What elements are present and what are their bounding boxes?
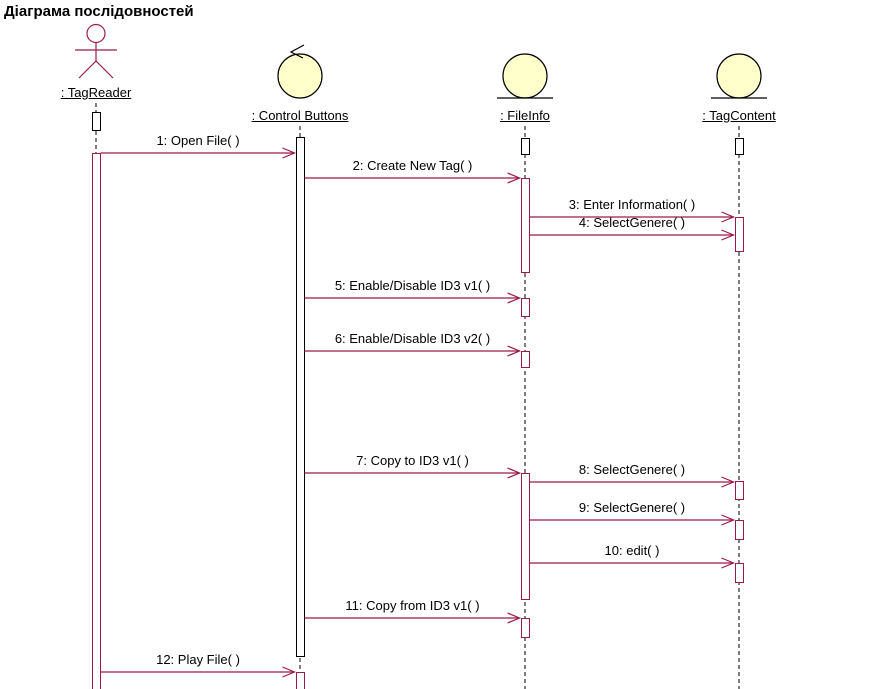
activation-bar[interactable] — [734, 563, 744, 583]
activation-bar[interactable] — [734, 217, 744, 252]
activation-bar[interactable] — [734, 138, 744, 155]
message-arrowhead-5 — [507, 292, 522, 304]
lifeline-label-fileinfo[interactable]: : FileInfo — [500, 108, 550, 123]
activation-bar[interactable] — [520, 473, 530, 600]
entity-icon[interactable] — [711, 53, 767, 99]
message-arrowhead-8 — [721, 476, 736, 488]
message-label-10[interactable]: 10: edit( ) — [604, 543, 660, 558]
message-label-9[interactable]: 9: SelectGenere( ) — [578, 500, 686, 515]
message-label-7[interactable]: 7: Copy to ID3 v1( ) — [356, 453, 469, 468]
message-arrowhead-6 — [507, 345, 522, 357]
activation-bar[interactable] — [520, 351, 530, 368]
entity-icon[interactable] — [497, 53, 553, 99]
activation-bar[interactable] — [520, 138, 530, 155]
activation-bar[interactable] — [734, 520, 744, 540]
message-arrowhead-2 — [507, 172, 522, 184]
message-arrowhead-7 — [507, 467, 522, 479]
activation-bar[interactable] — [520, 618, 530, 638]
message-arrowhead-3 — [721, 211, 736, 223]
message-arrowhead-12 — [282, 666, 297, 678]
message-arrowhead-4 — [721, 229, 736, 241]
activation-bar[interactable] — [295, 672, 305, 689]
control-circle — [277, 53, 323, 99]
message-label-1[interactable]: 1: Open File( ) — [156, 133, 240, 148]
actor-icon[interactable] — [75, 23, 117, 79]
actor-leg-right — [95, 60, 114, 79]
message-arrowhead-10 — [721, 557, 736, 569]
message-arrowhead-9 — [721, 514, 736, 526]
activation-bar[interactable] — [295, 137, 305, 657]
message-label-8[interactable]: 8: SelectGenere( ) — [578, 462, 686, 477]
activation-bar[interactable] — [91, 153, 101, 689]
actor-leg-left — [78, 60, 97, 79]
message-label-5[interactable]: 5: Enable/Disable ID3 v1( ) — [334, 278, 491, 293]
message-arrowhead-1 — [282, 147, 297, 159]
activation-bar[interactable] — [91, 112, 101, 131]
message-label-6[interactable]: 6: Enable/Disable ID3 v2( ) — [334, 331, 491, 346]
activation-bar[interactable] — [734, 481, 744, 500]
message-label-11[interactable]: 11: Copy from ID3 v1( ) — [345, 598, 480, 613]
activation-bar[interactable] — [520, 298, 530, 317]
diagram-title: Діаграма послідовностей — [4, 3, 194, 20]
control-icon[interactable] — [277, 44, 323, 99]
message-label-3[interactable]: 3: Enter Information( ) — [568, 197, 696, 212]
lifeline-label-controlbuttons[interactable]: : Control Buttons — [251, 108, 349, 123]
activation-bar[interactable] — [520, 178, 530, 273]
lifeline-label-tagreader[interactable]: : TagReader — [60, 85, 132, 100]
lifeline-label-tagcontent[interactable]: : TagContent — [702, 108, 776, 123]
message-label-2[interactable]: 2: Create New Tag( ) — [352, 158, 473, 173]
message-label-12[interactable]: 12: Play File( ) — [156, 652, 240, 667]
message-arrowhead-11 — [507, 612, 522, 624]
message-label-4[interactable]: 4: SelectGenere( ) — [578, 215, 686, 230]
control-arrow — [289, 44, 305, 59]
